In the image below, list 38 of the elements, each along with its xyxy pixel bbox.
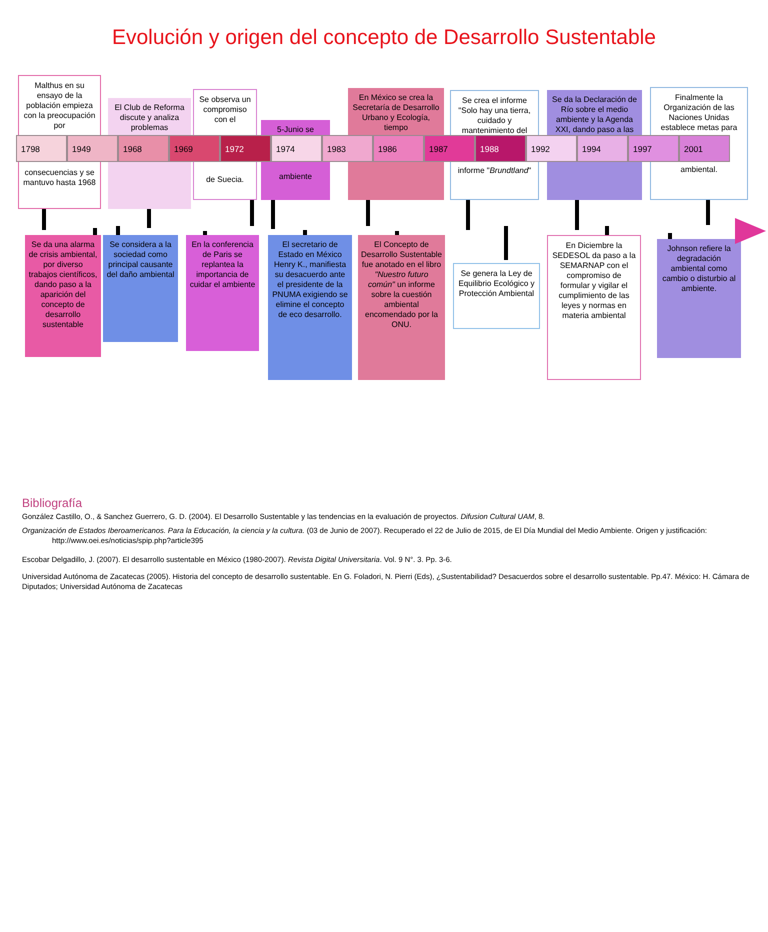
- event-text: En México se crea la Secretaría de Desarrollo Urbano y Ecología, tiempo: [352, 93, 440, 133]
- event-text: Se observa un compromiso con el: [198, 95, 252, 125]
- event-text: Malthus en su ensayo de la población empieza con la preocupación por: [22, 81, 96, 131]
- year-segment: 1997: [628, 135, 679, 162]
- year-segment: 1983: [322, 135, 373, 162]
- event-box: [186, 235, 259, 351]
- event-box: [103, 235, 178, 342]
- event-text: de Suecia.: [205, 175, 245, 185]
- event-text: 5-Junio se: [276, 125, 315, 135]
- event-box: [358, 235, 445, 380]
- event-text: Finalmente la Organización de las Naciones Unidas establece metas para: [660, 93, 738, 133]
- event-box: [657, 239, 741, 358]
- event-text: informe "Brundtland": [456, 166, 532, 176]
- title: Evolución y origen del concepto de Desarrollo Sustentable: [110, 26, 657, 50]
- event-text: consecuencias y se mantuvo hasta 1968: [22, 168, 97, 188]
- event-box: [25, 235, 101, 357]
- event-text: ambiente: [278, 172, 313, 182]
- event-text: Se da una alarma de crisis ambiental, por diverso trabajos científicos, dando paso a la aparición del concepto de desarrollo sustentable: [28, 240, 98, 330]
- event-box: [547, 235, 641, 380]
- year-segment: 1949: [67, 135, 118, 162]
- event-text: El Club de Reforma discute y analiza problemas: [114, 103, 186, 133]
- event-text: En la conferencia de Paris se replantea la importancia de cuidar el ambiente: [189, 240, 256, 290]
- event-text: Se considera a la sociedad como principal causante del daño ambiental: [106, 240, 175, 280]
- section-heading: Bibliografía: [22, 498, 84, 508]
- event-box: [453, 263, 540, 329]
- event-text: ambiental.: [680, 165, 718, 175]
- event-box: [268, 235, 352, 380]
- event-text: El Concepto de Desarrollo Sustentable fue anotado en el libro "Nuestro futuro común" un informe sobre la cuestión ambiental encomendado por la ONU.: [361, 240, 442, 330]
- event-text: Johnson refiere la degradación ambiental como cambio o disturbio al ambiente.: [661, 244, 737, 294]
- year-segment: 1992: [526, 135, 577, 162]
- event-text: En Diciembre la SEDESOL da paso a la SEMARNAP con el compromiso de formular y vigilar el cumplimiento de las leyes y normas en materia ambiental: [551, 241, 637, 321]
- event-text: Se genera la Ley de Equilibrio Ecológico y Protección Ambiental: [457, 269, 536, 299]
- year-segment: 1972: [220, 135, 271, 162]
- year-segment: 1987: [424, 135, 475, 162]
- event-text: El secretario de Estado en México Henry K., manifiesta su desacuerdo ante el presidente de la PNUMA exigiendo se elimine el concepto de eco desarrollo.: [271, 240, 349, 320]
- year-segment: 1969: [169, 135, 220, 162]
- event-text: Se crea el informe "Solo hay una tierra, cuidado y mantenimiento del: [457, 96, 532, 136]
- event-text: Se da la Declaración de Río sobre el medio ambiente y la Agenda XXI, dando paso a las: [551, 95, 638, 135]
